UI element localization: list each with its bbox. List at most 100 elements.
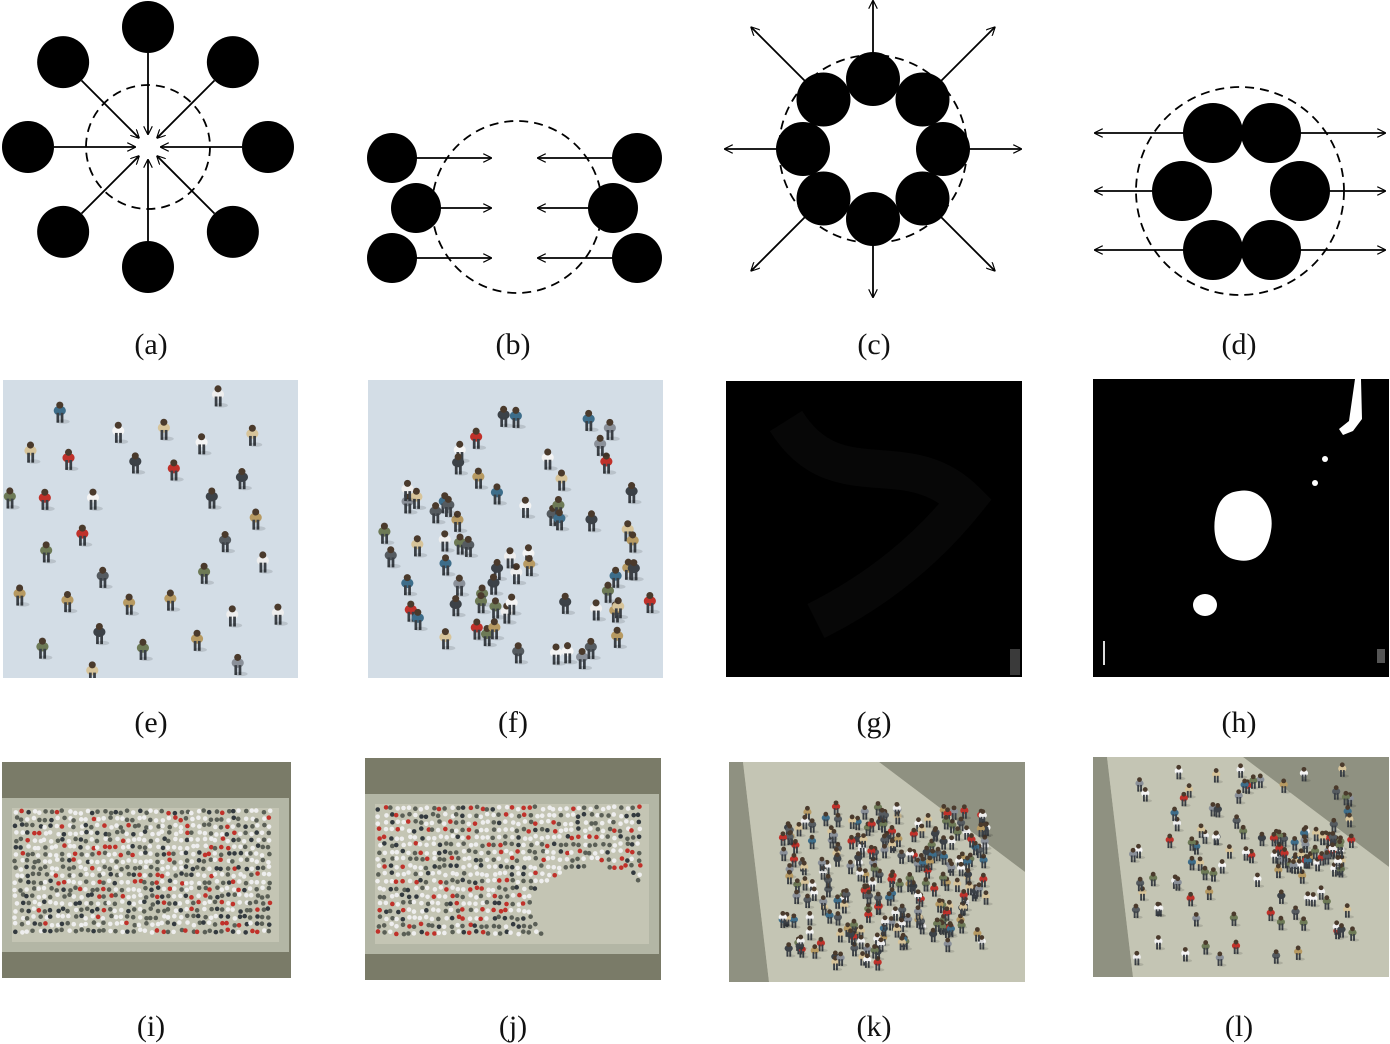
crowd-dot [473,857,479,863]
crowd-dot [375,807,381,812]
crowd-dot [399,826,405,831]
crowd-dot [244,857,250,863]
crowd-dot [202,900,207,906]
crowd-dot [224,832,230,837]
crowd-dot [24,857,30,863]
crowd-dot [236,887,241,893]
crowd-dot [522,856,528,861]
crowd-dot [172,913,177,919]
person [842,888,854,904]
crowd-dot [393,879,399,885]
crowd-dot [96,850,102,856]
person [864,889,876,905]
crowd-dot [184,887,190,893]
crowd-dot [509,827,515,832]
person [793,878,805,894]
crowd-dot [184,845,190,851]
crowd-dot [124,808,130,813]
crowd-dot [185,920,190,925]
region-boundary [778,54,968,244]
person [856,934,868,950]
crowd-dot [173,831,179,837]
crowd-dot [520,849,526,855]
crowd-dot [375,929,381,934]
crowd-dot [266,859,271,865]
crowd-dot [255,843,261,848]
crowd-dot [478,893,484,899]
crowd-dot [244,921,250,927]
agent-disc [776,122,830,176]
crowd-dot [249,808,255,813]
crowd-dot [563,827,569,833]
crowd-dot [172,901,178,906]
crowd-dot [411,829,417,834]
crowd-dot [95,859,100,865]
crowd-dot [426,922,431,928]
crowd-dot [67,873,73,878]
person [612,597,629,620]
crowd-dot [528,885,534,891]
person [1205,885,1216,901]
crowd-dot [534,841,540,846]
crowd-dot [406,850,411,856]
mask-dot [1312,480,1318,486]
crowd-dot [101,816,106,821]
crowd-dot [84,829,89,835]
crowd-dot [12,887,17,893]
person [576,647,593,671]
crowd-dot [528,872,533,877]
crowd-dot [468,907,474,913]
crowd-dot [106,832,112,837]
person [960,804,972,820]
crowd-dot [381,887,387,892]
crowd-dot [491,827,497,832]
crowd-dot [231,887,237,892]
crowd-dot [13,865,19,870]
crowd-dot [492,872,498,877]
crowd-dot [612,835,617,841]
person [1343,903,1354,919]
crowd-dot [171,851,176,857]
crowd-dot [265,915,271,920]
crowd-dot [249,857,255,863]
crowd-dot [18,817,24,822]
crowd-dot [124,920,129,926]
crowd-dot [89,837,95,842]
crowd-dot [183,928,188,933]
crowd-dot [84,906,90,912]
crowd-dot [496,812,501,817]
crowd-dot [232,866,237,871]
crowd-dot [635,877,641,883]
crowd-dot [55,838,61,844]
person [956,861,968,877]
person [1232,814,1244,830]
person [584,637,601,661]
person [561,642,578,665]
person [36,637,53,660]
crowd-dot [165,838,171,844]
crowd-dot [113,844,118,850]
crowd-dot [575,814,581,820]
crowd-dot [54,857,60,862]
crowd-dot [594,834,599,840]
crowd-dot [490,835,496,841]
crowd-dot [44,872,50,877]
crowd-dot [399,836,405,842]
crowd-dot [212,871,218,877]
crowd-dot [267,900,273,906]
crowd-dot [24,864,29,870]
crowd-dot [231,815,237,821]
crowd-dot [492,893,498,899]
crowd-dot [141,815,147,820]
person [800,876,812,892]
person [487,573,504,596]
crowd-dot [504,901,509,907]
crowd-dot [206,809,212,815]
person [878,807,889,824]
crowd-dot [115,815,120,821]
crowd-dot [377,885,383,891]
crowd-dot [195,837,201,842]
person [979,872,991,888]
crowd-dot [565,813,571,818]
crowd-dot [159,829,165,835]
